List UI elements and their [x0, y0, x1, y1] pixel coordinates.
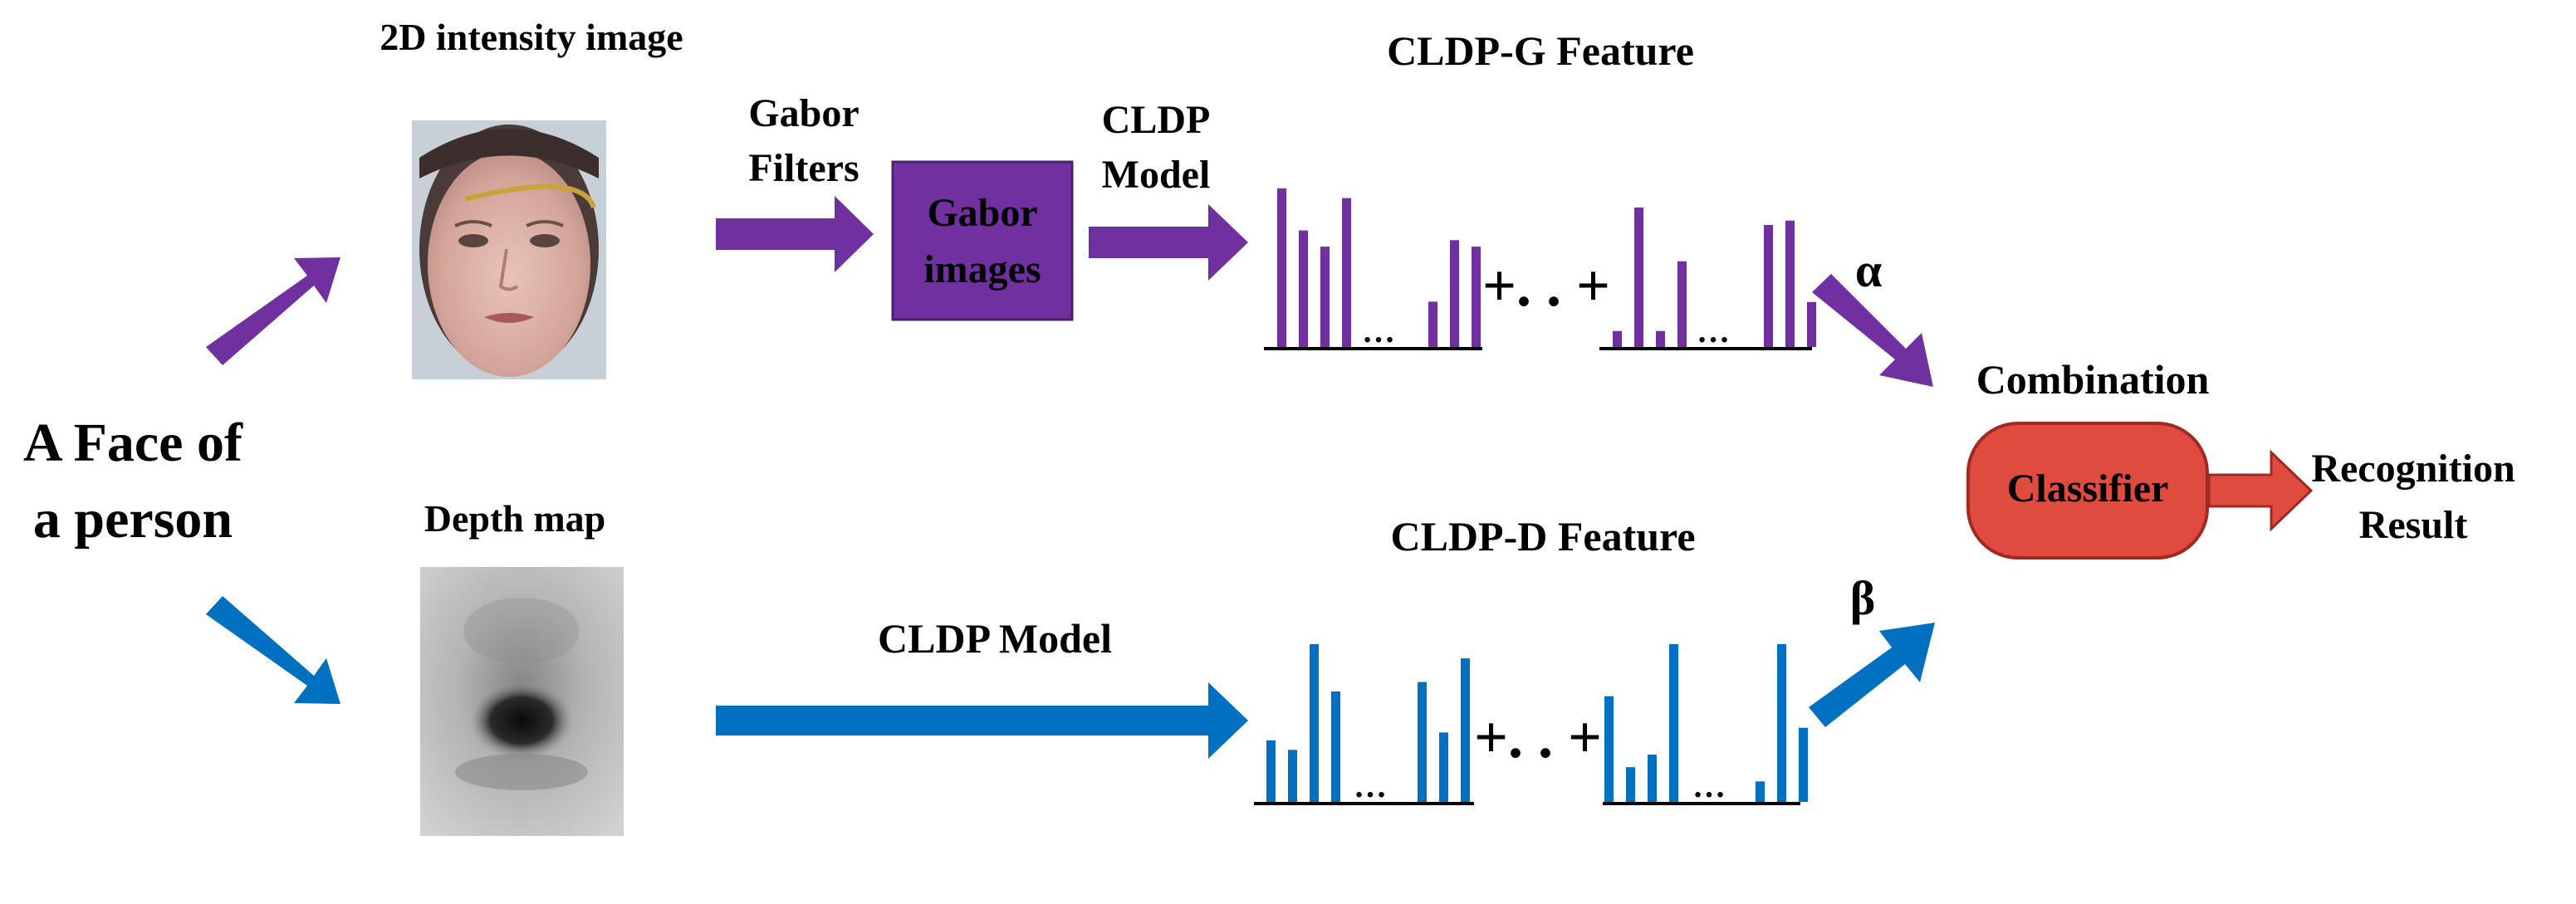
- intensity-image-label: 2D intensity image: [380, 16, 683, 58]
- depth-map-label: Depth map: [424, 497, 606, 540]
- cldp-d-left-bar: [1310, 644, 1319, 802]
- cldp-d-left-bar: [1331, 691, 1340, 802]
- cldp-d-histogram-left: [1266, 644, 1470, 802]
- cldp-g-right-bar: [1656, 330, 1665, 347]
- arrow-to-recognition: [2207, 449, 2314, 532]
- cldp-model-label-line2: Model: [1102, 153, 1211, 197]
- cldp-model-bottom-label: CLDP Model: [878, 615, 1112, 662]
- cldp-g-left-bar: [1472, 247, 1481, 347]
- alpha-weight-label: α: [1855, 243, 1882, 297]
- cldp-d-right-bar: [1799, 727, 1808, 802]
- cldp-g-right-bar: [1764, 225, 1773, 347]
- gabor-images-box: [891, 160, 1074, 321]
- arrow-cldp-model-top: [1089, 204, 1248, 281]
- cldp-d-left-bar: [1266, 740, 1276, 802]
- cldp-g-feature-label: CLDP-G Feature: [1387, 27, 1694, 74]
- cldp-d-left-bar: [1461, 658, 1470, 802]
- cldp-d-separator: +. . +: [1474, 704, 1602, 770]
- gabor-images-line2: images: [923, 247, 1041, 291]
- cldp-d-left-bar: [1288, 750, 1297, 802]
- cldp-g-right-bar: [1613, 330, 1622, 347]
- gabor-filters-label-line2: Filters: [748, 146, 859, 190]
- classifier-box: [1966, 422, 2209, 560]
- gabor-filters-label-line1: Gabor: [748, 91, 859, 135]
- depth-map-image: [420, 567, 624, 836]
- cldp-d-right-bar: [1604, 696, 1614, 802]
- cldp-d-ellipsis-left: …: [1354, 767, 1387, 804]
- cldp-d-right-bar: [1626, 767, 1635, 802]
- arrow-cldp-model-bottom: [716, 682, 1248, 759]
- arrow-to-depth: [206, 596, 340, 704]
- cldp-g-histogram-right: [1613, 208, 1816, 347]
- arrow-beta-to-combination: [1809, 623, 1935, 727]
- cldp-g-left-bar: [1428, 301, 1437, 347]
- cldp-g-right-bar: [1807, 301, 1816, 347]
- cldp-g-right-bar: [1634, 208, 1643, 347]
- gabor-images-line1: Gabor: [927, 191, 1037, 235]
- cldp-d-right-bar: [1777, 644, 1786, 802]
- cldp-g-histogram-left: [1277, 188, 1481, 347]
- cldp-d-left-bar: [1418, 682, 1427, 802]
- cldp-d-histogram-right: [1604, 644, 1808, 802]
- cldp-g-left-bar: [1299, 230, 1308, 347]
- combination-label: Combination: [1976, 356, 2210, 403]
- input-label-line1: A Face of: [23, 413, 243, 473]
- cldp-g-separator: +. . +: [1482, 252, 1610, 319]
- cldp-g-left-bar: [1450, 240, 1459, 347]
- cldp-g-ellipsis-left: …: [1362, 312, 1395, 349]
- cldp-g-left-bar: [1342, 198, 1351, 347]
- classifier-label: Classifier: [2007, 467, 2169, 511]
- cldp-model-label-line1: CLDP: [1102, 98, 1211, 142]
- cldp-d-right-bar: [1756, 781, 1765, 802]
- cldp-g-left-bar: [1277, 188, 1286, 347]
- arrow-to-intensity: [206, 257, 340, 365]
- arrow-gabor-filters: [716, 196, 874, 272]
- recognition-result-line2: Result: [2359, 503, 2468, 547]
- cldp-g-right-bar: [1785, 220, 1795, 347]
- cldp-g-left-bar: [1320, 247, 1330, 347]
- cldp-d-right-bar: [1669, 644, 1678, 802]
- input-label-line2: a person: [33, 489, 233, 550]
- cldp-g-right-bar: [1677, 261, 1687, 347]
- cldp-g-ellipsis-right: …: [1697, 312, 1730, 349]
- beta-weight-label: β: [1850, 571, 1876, 625]
- recognition-result-line1: Recognition: [2311, 447, 2515, 491]
- cldp-d-feature-label: CLDP-D Feature: [1390, 513, 1695, 560]
- cldp-d-left-bar: [1439, 732, 1448, 802]
- arrow-alpha-to-combination: [1812, 274, 1933, 387]
- intensity-face-image: [412, 120, 606, 379]
- cldp-d-ellipsis-right: …: [1692, 767, 1726, 804]
- cldp-d-right-bar: [1648, 755, 1657, 802]
